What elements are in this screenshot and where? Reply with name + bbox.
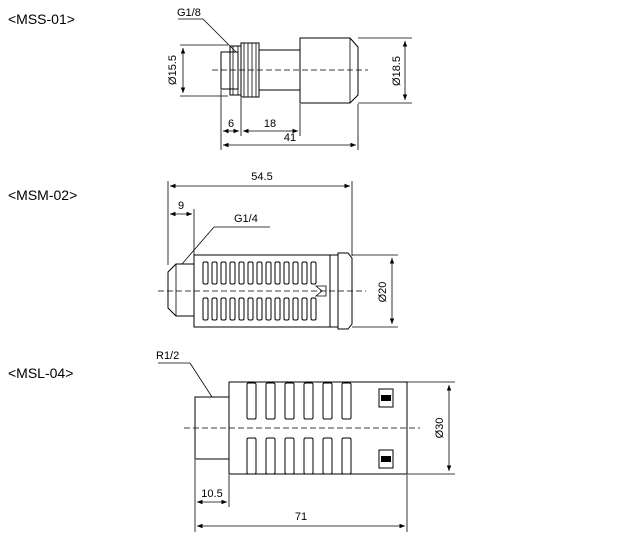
msl-04-leader-line — [189, 362, 213, 398]
msm-02-thread-label: G1/4 — [234, 213, 258, 225]
vent-slot — [202, 297, 209, 321]
vent-slot — [220, 261, 227, 285]
vent-slot — [256, 261, 263, 285]
vent-slot — [229, 261, 236, 285]
vent-slot — [301, 261, 308, 285]
vent-slot — [310, 297, 317, 321]
mss-01-thread-label: G1/8 — [177, 7, 201, 19]
vent-slot — [247, 261, 254, 285]
vent-slot — [211, 261, 218, 285]
mss-01-leader-line — [202, 18, 237, 53]
vent-slot — [220, 297, 227, 321]
msl-04-latch-fill — [381, 395, 391, 401]
msm-02-slots — [202, 261, 317, 321]
vent-slot — [202, 261, 209, 285]
mss-01-body — [220, 37, 359, 104]
msm-02-latch — [314, 285, 327, 297]
vent-slot — [303, 437, 314, 475]
vent-slot — [274, 297, 281, 321]
vent-slot — [238, 297, 245, 321]
msl-04-drawing: <MSL-04> R1/2 Ø30 — [8, 350, 455, 532]
vent-slot — [247, 297, 254, 321]
vent-slot — [246, 437, 257, 475]
vent-slot — [310, 261, 317, 285]
mss-01-dim-total: 41 — [284, 132, 296, 144]
vent-slot — [292, 261, 299, 285]
msm-02-leader-line — [181, 226, 215, 265]
vent-slot — [229, 297, 236, 321]
msm-02-thread — [167, 263, 195, 317]
vent-slot — [283, 297, 290, 321]
vent-slot — [341, 437, 352, 475]
mss-01-dim-b: 18 — [264, 118, 276, 130]
msl-04-latch-fill — [381, 456, 391, 462]
vent-slot — [322, 382, 333, 420]
msl-04-latch-top — [378, 388, 394, 408]
msl-04-latch-frame — [378, 449, 394, 469]
vent-slot — [265, 261, 272, 285]
vent-slot — [238, 261, 245, 285]
mss-01-hex — [229, 45, 242, 96]
msm-02-body — [167, 252, 353, 330]
vent-slot — [265, 437, 276, 475]
vent-slot — [211, 297, 218, 321]
mss-01-drawing: <MSS-01> G1/8 — [8, 7, 412, 150]
vent-slot — [301, 297, 308, 321]
vent-slot — [256, 297, 263, 321]
mss-01-dim-a: 6 — [228, 118, 234, 130]
mss-01-dim-large: Ø18.5 — [391, 56, 403, 86]
msl-04-title: <MSL-04> — [8, 365, 73, 381]
msm-02-dim-total: 54.5 — [251, 171, 272, 183]
msl-04-latch-frame — [378, 388, 394, 408]
msl-04-dim-a: 10.5 — [201, 488, 222, 500]
vent-slot — [341, 382, 352, 420]
vent-slot — [284, 382, 295, 420]
msm-02-dim-d: Ø20 — [377, 282, 389, 303]
vent-slot — [246, 382, 257, 420]
vent-slot — [265, 382, 276, 420]
vent-slot — [274, 261, 281, 285]
msl-04-dim-d: Ø30 — [434, 418, 446, 439]
msm-02-title: <MSM-02> — [8, 187, 77, 203]
mss-01-cap — [299, 37, 359, 104]
vent-slot — [303, 382, 314, 420]
mss-01-dim-small: Ø15.5 — [167, 55, 179, 85]
vent-slot — [292, 297, 299, 321]
msm-02-cap — [337, 252, 353, 330]
vent-slot — [284, 437, 295, 475]
vent-slot — [283, 261, 290, 285]
msl-04-dim-total: 71 — [295, 511, 307, 523]
mss-01-title: <MSS-01> — [8, 11, 75, 27]
vent-slot — [265, 297, 272, 321]
msl-04-slots — [246, 382, 352, 475]
msm-02-drawing: <MSM-02> 54.5 9 G1/4 Ø20 — [8, 171, 398, 330]
msl-04-latch-bottom — [378, 449, 394, 469]
msl-04-thread-label: R1/2 — [156, 350, 179, 362]
msm-02-dim-a: 9 — [178, 200, 184, 212]
vent-slot — [322, 437, 333, 475]
